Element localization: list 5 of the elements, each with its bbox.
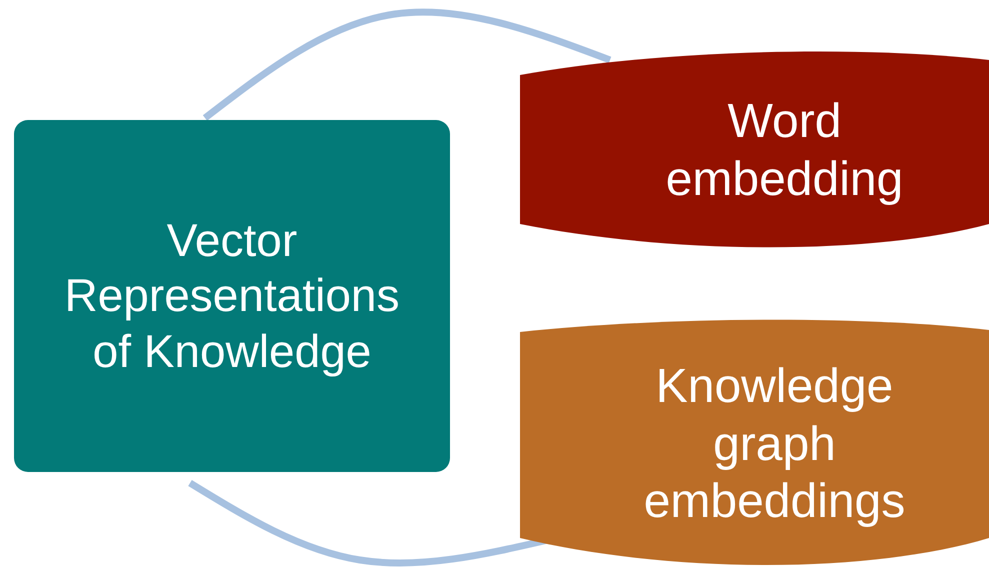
node-label: Word embedding [664, 94, 904, 208]
connector-arc [202, 8, 612, 121]
connector-arc [188, 480, 549, 566]
node-label: Knowledge graph embeddings [642, 359, 906, 530]
node-label: Vector Representations of Knowledge [64, 213, 400, 379]
